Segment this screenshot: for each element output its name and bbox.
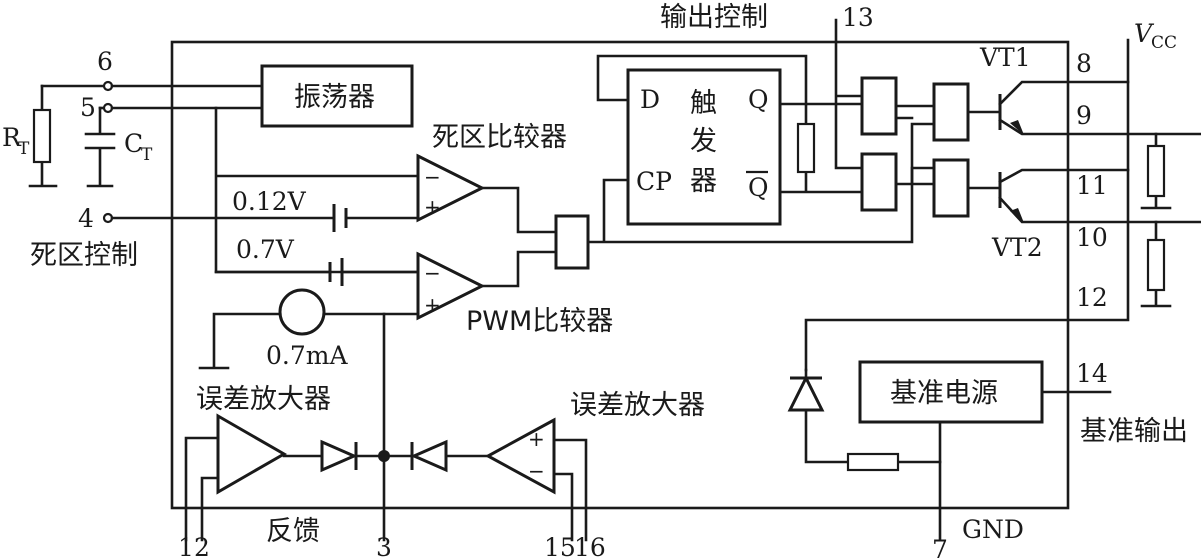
error-amp-right-inputs: [552, 438, 588, 542]
current-source-label: 0.7mA: [266, 341, 348, 370]
reference-output-label: 基准输出: [1080, 416, 1188, 447]
pin-14-label: 14: [1076, 359, 1108, 388]
error-amp-left: [216, 413, 288, 495]
gate-to-transistor-wires: [966, 110, 1000, 190]
flipflop-cp: CP: [636, 167, 672, 196]
vt1-transistor: [998, 80, 1201, 136]
oscillator-label: 振荡器: [294, 82, 375, 113]
offset-012v-battery: [332, 204, 348, 232]
pin-4-label: 4: [78, 204, 94, 233]
svg-text:C: C: [124, 129, 143, 158]
pin-3-label: 3: [376, 533, 392, 559]
divider-resistor: [846, 452, 900, 472]
gnd-label: GND: [962, 515, 1024, 544]
flipflop-block: [626, 68, 782, 226]
ct-capacitor: C T: [84, 106, 153, 188]
current-source-wires: [198, 312, 420, 370]
svg-text:+: +: [424, 195, 441, 219]
or-gate: [554, 214, 590, 270]
clamp-diode: [787, 368, 942, 464]
pin-7-label: 7: [932, 535, 948, 559]
vt2-transistor: [998, 168, 1201, 224]
svg-text:R: R: [2, 123, 22, 152]
vcc-sub-label: CC: [1151, 33, 1177, 53]
pwm-comparator-label: PWM比较器: [466, 306, 613, 337]
pin-13-label: 13: [842, 3, 874, 32]
pin-5-label: 5: [80, 93, 96, 122]
deadzone-control-label: 死区控制: [30, 240, 138, 271]
pin-9-label: 9: [1076, 101, 1092, 130]
offset-07v-label: 0.7V: [236, 235, 295, 264]
vcc-label: V: [1134, 19, 1155, 48]
output-control-label: 输出控制: [660, 2, 768, 33]
svg-text:−: −: [424, 261, 441, 285]
vt1-label: VT1: [979, 43, 1031, 72]
error-amp-left-label: 误差放大器: [196, 384, 331, 415]
pin-6-label: 6: [97, 47, 113, 76]
pin-8-label: 8: [1076, 49, 1092, 78]
pin-1-label: 1: [178, 533, 194, 559]
flipflop-name-2: 发: [690, 126, 717, 157]
reference-source-label: 基准电源: [890, 378, 998, 409]
svg-text:+: +: [528, 427, 545, 451]
deadzone-comparator: [416, 153, 486, 223]
flipflop-feedback-wire: [596, 54, 808, 106]
error-amp-right: [484, 417, 556, 495]
gate-upper-2: [932, 82, 970, 142]
pwm-comparator: [416, 251, 486, 321]
gate-lower-2: [932, 158, 970, 218]
diode-right: [410, 439, 448, 473]
svg-text:T: T: [18, 139, 30, 159]
chip-outline: [170, 40, 1070, 510]
pin-16-label: 16: [574, 533, 606, 559]
error-amp-right-label: 误差放大器: [570, 390, 705, 421]
flipflop-name-3: 器: [690, 166, 717, 197]
offset-012v-label: 0.12V: [232, 187, 307, 216]
svg-text:−: −: [528, 459, 545, 483]
or-gate-output-wire: [586, 166, 914, 244]
emitter-resistor-lower: [1140, 220, 1172, 308]
offset-07v-battery: [328, 258, 344, 286]
qq-resistor: [796, 122, 816, 174]
flipflop-qbar: Q: [748, 173, 769, 202]
gate-lower-1: [860, 152, 898, 212]
error-amp-left-inputs: [184, 436, 220, 542]
svg-text:T: T: [141, 145, 153, 165]
current-source: [278, 288, 326, 336]
pin-13-wire: [834, 18, 864, 170]
gate-stage-wires: [894, 104, 936, 186]
pin-11-label: 11: [1076, 171, 1108, 200]
oscillator-block: [260, 64, 414, 128]
pin-12r-label: 12: [1076, 283, 1108, 312]
pin-10-label: 10: [1076, 223, 1108, 252]
feedback-label: 反馈: [266, 516, 320, 547]
flipflop-d: D: [640, 85, 660, 114]
emitter-resistor-upper: [1140, 132, 1172, 210]
pin-2-label: 2: [194, 533, 210, 559]
pin-15-label: 15: [544, 533, 576, 559]
svg-text:−: −: [424, 165, 441, 189]
svg-text:+: +: [424, 293, 441, 317]
comparator-to-gate-wires: [480, 186, 558, 288]
flipflop-output-wires: [778, 102, 862, 194]
flipflop-q: Q: [748, 85, 769, 114]
vt2-label: VT2: [991, 233, 1043, 262]
rt-resistor: R T: [2, 84, 58, 188]
gate-upper-1: [860, 76, 898, 136]
vcc-rail: [804, 38, 1130, 372]
flipflop-name-1: 触: [690, 88, 717, 119]
deadzone-comparator-label: 死区比较器: [432, 122, 567, 153]
diode-left: [320, 439, 358, 473]
